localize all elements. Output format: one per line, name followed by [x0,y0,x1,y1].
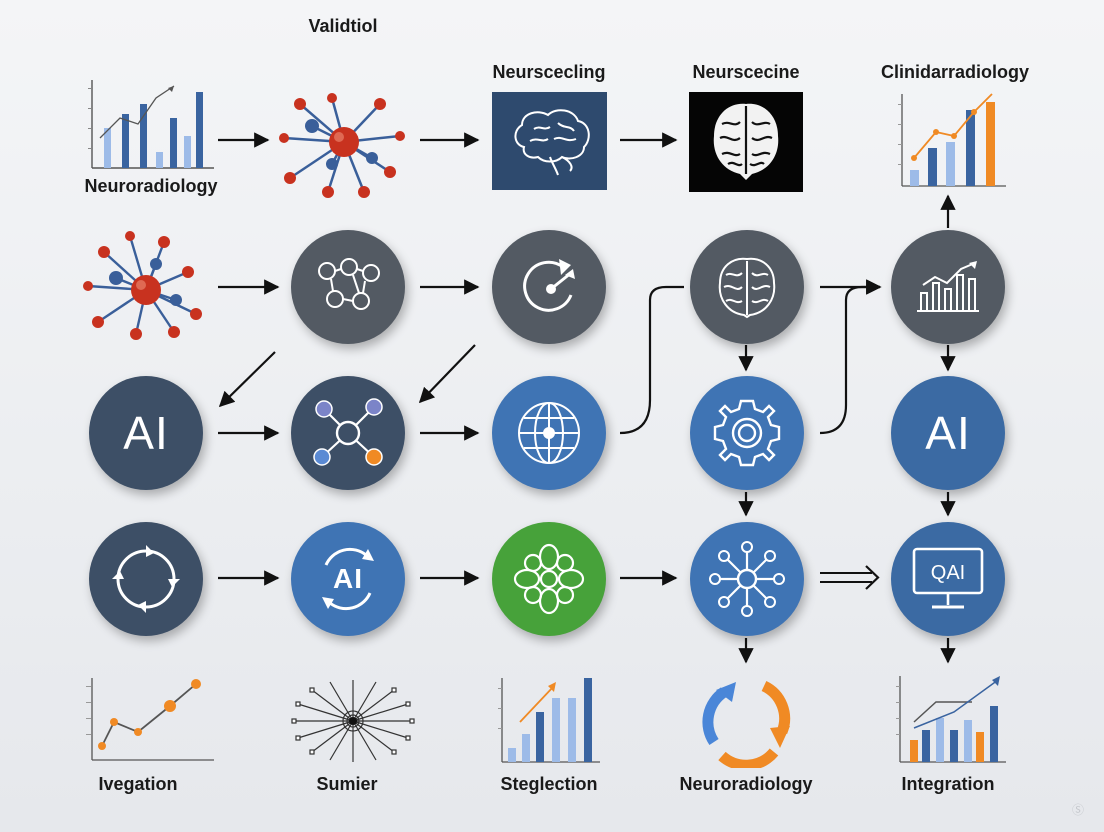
ai-cycle-node: AI [291,522,405,636]
globe-icon [518,402,580,464]
brain-xray-icon [689,92,803,192]
cycle-arrows-icon [112,545,180,613]
brain-scan-icon [492,92,607,190]
curve-globe-to-brain [619,285,684,435]
line-chart-icon [86,678,214,761]
refresh-arrow-icon [523,259,575,312]
hub-network-node [291,376,405,490]
label-integration: Integration [901,774,995,794]
radial-network-node [690,522,804,636]
starburst-icon [291,680,415,762]
cycle-node [89,522,203,636]
ai-text-cycle: AI [333,563,363,594]
brain-node [690,230,804,344]
label-neuroradiology-top: Neuroradiology [84,176,218,196]
bar-chart-icon [88,80,214,169]
molecule-icon-left [83,231,202,340]
monitor-node: QAI [891,522,1005,636]
monitor-icon [912,547,984,609]
chart-growth-icon-circle [917,261,979,312]
double-arrow [820,565,880,590]
bar-chart-icon-bottom [498,678,600,763]
label-sumier: Sumier [316,774,378,794]
ai-node-right: AI [891,376,1005,490]
gear-icon [713,399,781,467]
molecule-icon [279,93,405,198]
brain-icon [718,257,776,319]
label-clinidarradiology: Clinidarradiology [880,62,1030,82]
integration-chart-icon [896,676,1006,763]
label-ivegation: Ivegation [98,774,178,794]
label-neurscecling: Neurscecling [492,62,606,82]
globe-node [492,376,606,490]
arrow-diag-2 [418,344,476,404]
qai-text: QAI [930,561,966,584]
network-nodes-node [291,230,405,344]
ai-cycle-icon [322,547,374,611]
gear-node [690,376,804,490]
label-steglection: Steglection [500,774,598,794]
hub-network-icon [313,398,383,466]
label-neuroradiology-bottom: Neuroradiology [679,774,813,794]
label-neurscecine: Neurscecine [692,62,800,82]
ai-text-right: AI [925,407,971,459]
label-validtiol: Validtiol [308,16,378,36]
flower-network-icon [513,543,585,615]
arrow-diag-1 [218,351,276,408]
curve-gear-to-chart [819,279,882,435]
ai-node-left: AI [89,376,203,490]
flower-network-node [492,522,606,636]
watermark-logo: Ⓢ [1071,803,1084,817]
chart-node [891,230,1005,344]
network-nodes-icon [318,258,380,310]
chart-growth-icon [898,93,1006,187]
refresh-node [492,230,606,344]
ai-text-left: AI [123,407,169,459]
radial-network-icon [709,541,785,617]
orange-blue-cycle-icon [702,681,791,768]
